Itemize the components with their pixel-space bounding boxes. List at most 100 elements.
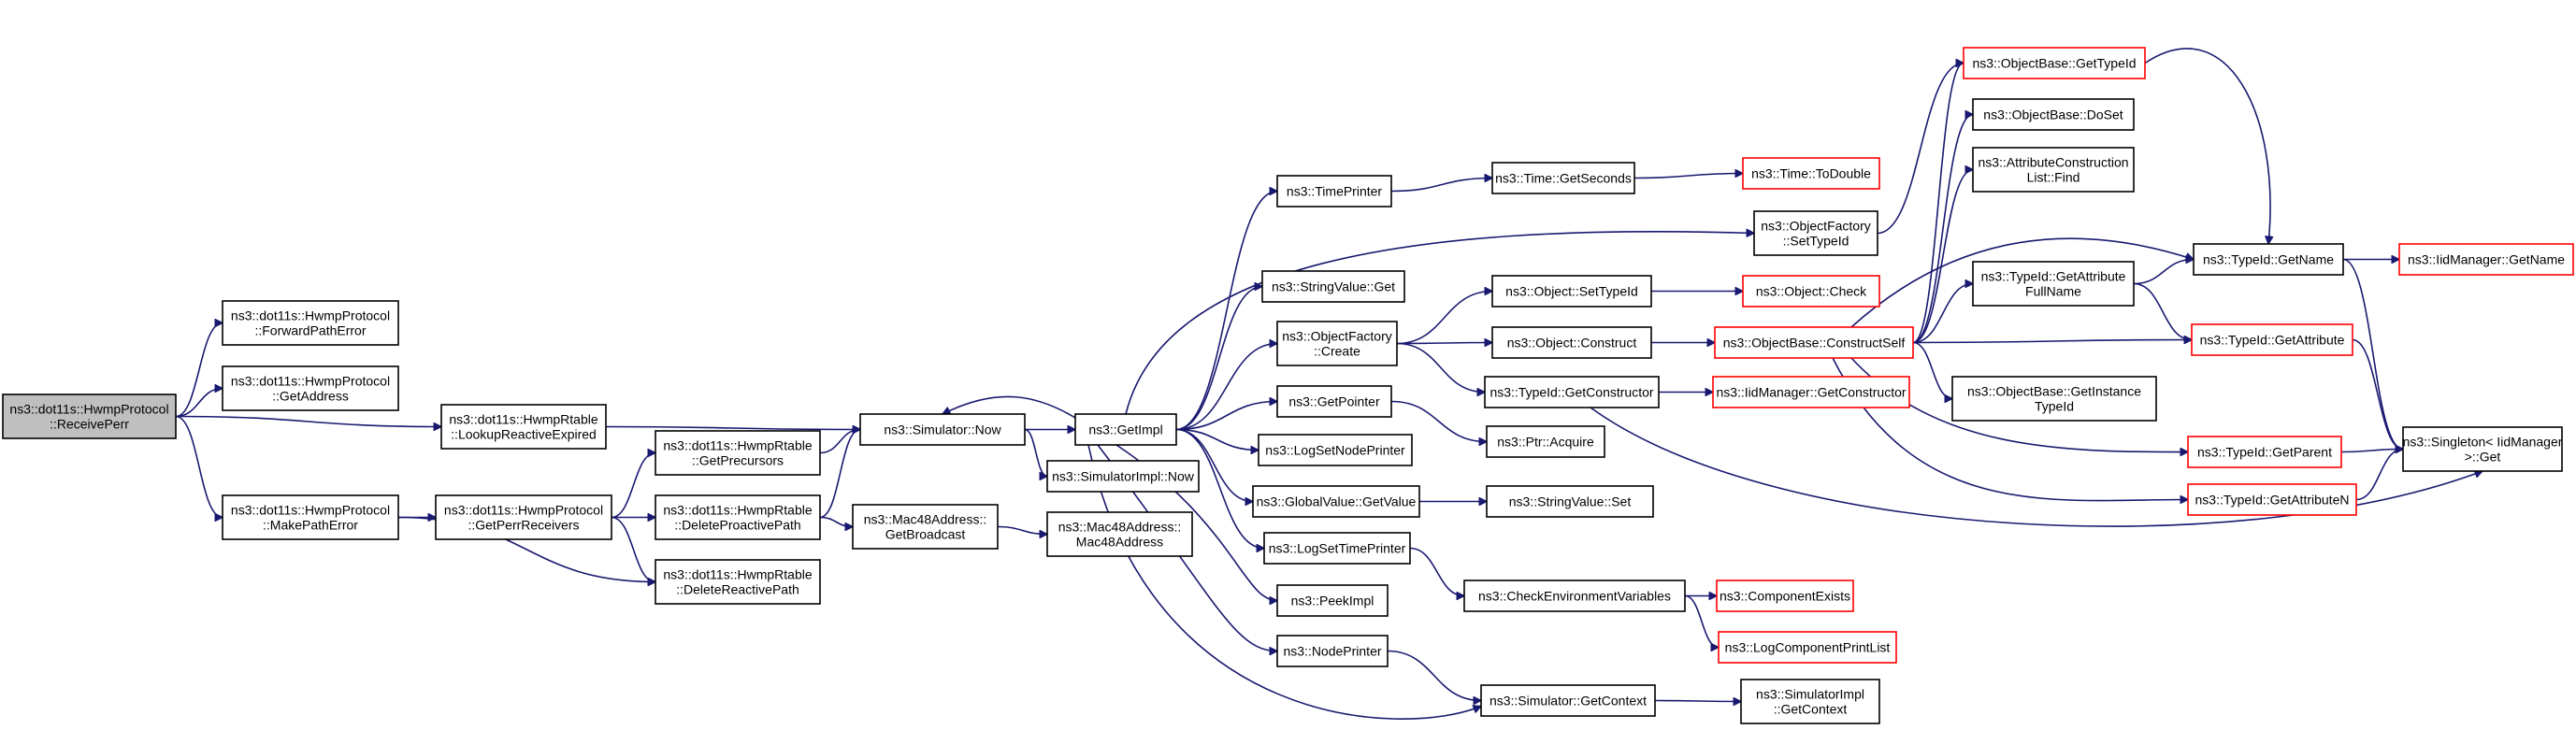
node-type-id-get-attribute-n[interactable]: ns3::TypeId::GetAttributeN [2187,483,2357,516]
node-delete-reactive-path[interactable]: ns3::dot11s::HwmpRtable::DeleteReactiveP… [655,559,821,605]
edge-receive-perr-to-forward-path-error [175,323,223,418]
node-label-line: ::DeleteReactivePath [676,582,799,597]
node-box [1263,532,1411,565]
node-label-line: ns3::TimePrinter [1287,184,1383,199]
node-peek-impl[interactable]: ns3::PeekImpl [1276,584,1389,617]
edge-get-impl-to-get-pointer [1175,402,1277,431]
edge-type-id-get-attribute-n-to-singleton-iid-manager-get [2355,450,2403,501]
node-log-component-print-list[interactable]: ns3::LogComponentPrintList [1718,631,1897,664]
edge-get-perr-receivers-to-delete-reactive-path [611,516,655,582]
node-label-line: ns3::Object::SetTypeId [1505,284,1638,299]
edge-get-broadcast-to-mac48-address [997,525,1047,535]
node-type-id-get-name[interactable]: ns3::TypeId::GetName [2193,243,2344,276]
edge-receive-perr-to-make-path-error [175,415,223,518]
node-label-line: ns3::Simulator::Now [884,422,1001,437]
node-label-line: ns3::dot11s::HwmpProtocol [231,308,390,323]
node-singleton-iid-manager-get[interactable]: ns3::Singleton< IidManager>::Get [2402,426,2563,472]
node-label-line: ::GetPerrReceivers [468,518,579,533]
node-type-id-get-parent[interactable]: ns3::TypeId::GetParent [2187,436,2342,468]
node-object-construct[interactable]: ns3::Object::Construct [1491,326,1652,359]
node-log-set-node-printer[interactable]: ns3::LogSetNodePrinter [1258,434,1413,466]
node-box [655,430,821,476]
node-box [1753,210,1878,256]
node-get-broadcast[interactable]: ns3::Mac48Address::GetBroadcast [852,504,999,550]
node-object-base-do-set[interactable]: ns3::ObjectBase::DoSet [1972,98,2135,131]
node-object-base-construct-self[interactable]: ns3::ObjectBase::ConstructSelf [1714,326,1914,359]
node-mac48-address[interactable]: ns3::Mac48Address::Mac48Address [1046,511,1193,557]
node-object-factory-create[interactable]: ns3::ObjectFactory::Create [1276,321,1398,366]
edge-object-base-construct-self-to-type-id-get-attribute-n [1832,357,2188,501]
node-object-factory-set-type-id[interactable]: ns3::ObjectFactory::SetTypeId [1753,210,1878,256]
node-box [859,413,1026,446]
node-box [2191,323,2353,356]
node-time-to-double[interactable]: ns3::Time::ToDouble [1742,157,1880,190]
node-object-check[interactable]: ns3::Object::Check [1742,275,1880,308]
node-box [1276,321,1398,366]
node-object-base-get-type-id[interactable]: ns3::ObjectBase::GetTypeId [1963,47,2146,79]
node-delete-proactive-path[interactable]: ns3::dot11s::HwmpRtable::DeleteProactive… [655,494,821,540]
node-label-line: ::DeleteProactivePath [674,518,800,533]
node-type-id-get-constructor[interactable]: ns3::TypeId::GetConstructor [1484,376,1660,408]
node-box [1258,434,1413,466]
node-label-line: ::ForwardPathError [254,323,366,338]
edge-get-perr-receivers-to-get-precursors [611,453,655,519]
edge-lookup-reactive-expired-to-simulator-now [605,427,860,430]
node-component-exists[interactable]: ns3::ComponentExists [1716,580,1854,612]
node-label-line: ns3::ComponentExists [1720,589,1850,604]
edge-node-printer-to-simulator-get-context [1387,650,1481,701]
node-simulator-now[interactable]: ns3::Simulator::Now [859,413,1026,446]
node-object-set-type-id[interactable]: ns3::Object::SetTypeId [1491,275,1652,308]
node-label-line: ns3::ObjectBase::GetTypeId [1972,56,2136,71]
node-label-line: >::Get [2465,450,2501,465]
node-forward-path-error[interactable]: ns3::dot11s::HwmpProtocol::ForwardPathEr… [222,300,399,346]
node-time-printer[interactable]: ns3::TimePrinter [1276,175,1392,208]
node-box [222,494,399,540]
node-label-line: ns3::Mac48Address:: [864,512,987,527]
node-node-printer[interactable]: ns3::NodePrinter [1276,635,1389,667]
node-iid-manager-get-name[interactable]: ns3::IidManager::GetName [2398,243,2574,276]
node-label-line: ns3::LogSetNodePrinter [1265,443,1405,458]
node-time-get-seconds[interactable]: ns3::Time::GetSeconds [1491,162,1635,194]
node-label-line: ns3::ObjectBase::ConstructSelf [1723,336,1906,351]
node-box [1261,270,1405,303]
node-box [1740,679,1880,724]
node-get-perr-receivers[interactable]: ns3::dot11s::HwmpProtocol::GetPerrReceiv… [435,494,612,540]
edge-object-base-construct-self-to-type-id-get-name [1850,237,2194,328]
node-string-value-set[interactable]: ns3::StringValue::Set [1486,485,1654,518]
node-get-address[interactable]: ns3::dot11s::HwmpProtocol::GetAddress [222,365,399,411]
node-label-line: ns3::GlobalValue::GetValue [1257,494,1417,509]
node-check-environment-variables[interactable]: ns3::CheckEnvironmentVariables [1463,580,1686,612]
node-simulator-impl-get-context[interactable]: ns3::SimulatorImpl::GetContext [1740,679,1880,724]
node-iid-manager-get-constructor[interactable]: ns3::IidManager::GetConstructor [1712,376,1910,408]
node-box [1491,326,1652,359]
node-ptr-acquire[interactable]: ns3::Ptr::Acquire [1486,425,1605,458]
node-box [1276,584,1389,617]
node-get-precursors[interactable]: ns3::dot11s::HwmpRtable::GetPrecursors [655,430,821,476]
node-label-line: ns3::StringValue::Set [1509,494,1632,509]
node-get-impl[interactable]: ns3::GetImpl [1074,413,1177,446]
node-box [435,494,612,540]
node-lookup-reactive-expired[interactable]: ns3::dot11s::HwmpRtable::LookupReactiveE… [440,404,607,450]
node-label-line: ns3::Simulator::GetContext [1489,694,1647,709]
node-type-id-get-attribute[interactable]: ns3::TypeId::GetAttribute [2191,323,2353,356]
edge-get-pointer-to-ptr-acquire [1390,400,1487,442]
node-label-line: ::MakePathError [263,518,358,533]
node-global-value-get-value[interactable]: ns3::GlobalValue::GetValue [1252,485,1420,518]
node-make-path-error[interactable]: ns3::dot11s::HwmpProtocol::MakePathError [222,494,399,540]
node-string-value-get[interactable]: ns3::StringValue::Get [1261,270,1405,303]
node-simulator-impl-now[interactable]: ns3::SimulatorImpl::Now [1046,460,1200,493]
node-label-line: ns3::IidManager::GetConstructor [1716,385,1906,400]
edge-get-impl-to-log-set-node-printer [1175,428,1259,451]
node-box [1742,157,1880,190]
node-receive-perr[interactable]: ns3::dot11s::HwmpProtocol::ReceivePerr [2,394,177,439]
edge-get-impl-to-time-printer [1175,192,1277,431]
node-label-line: ns3::StringValue::Get [1272,279,1395,294]
node-log-set-time-printer[interactable]: ns3::LogSetTimePrinter [1263,532,1411,565]
node-box [1972,261,2135,307]
node-simulator-get-context[interactable]: ns3::Simulator::GetContext [1480,684,1656,717]
node-get-pointer[interactable]: ns3::GetPointer [1276,385,1392,418]
